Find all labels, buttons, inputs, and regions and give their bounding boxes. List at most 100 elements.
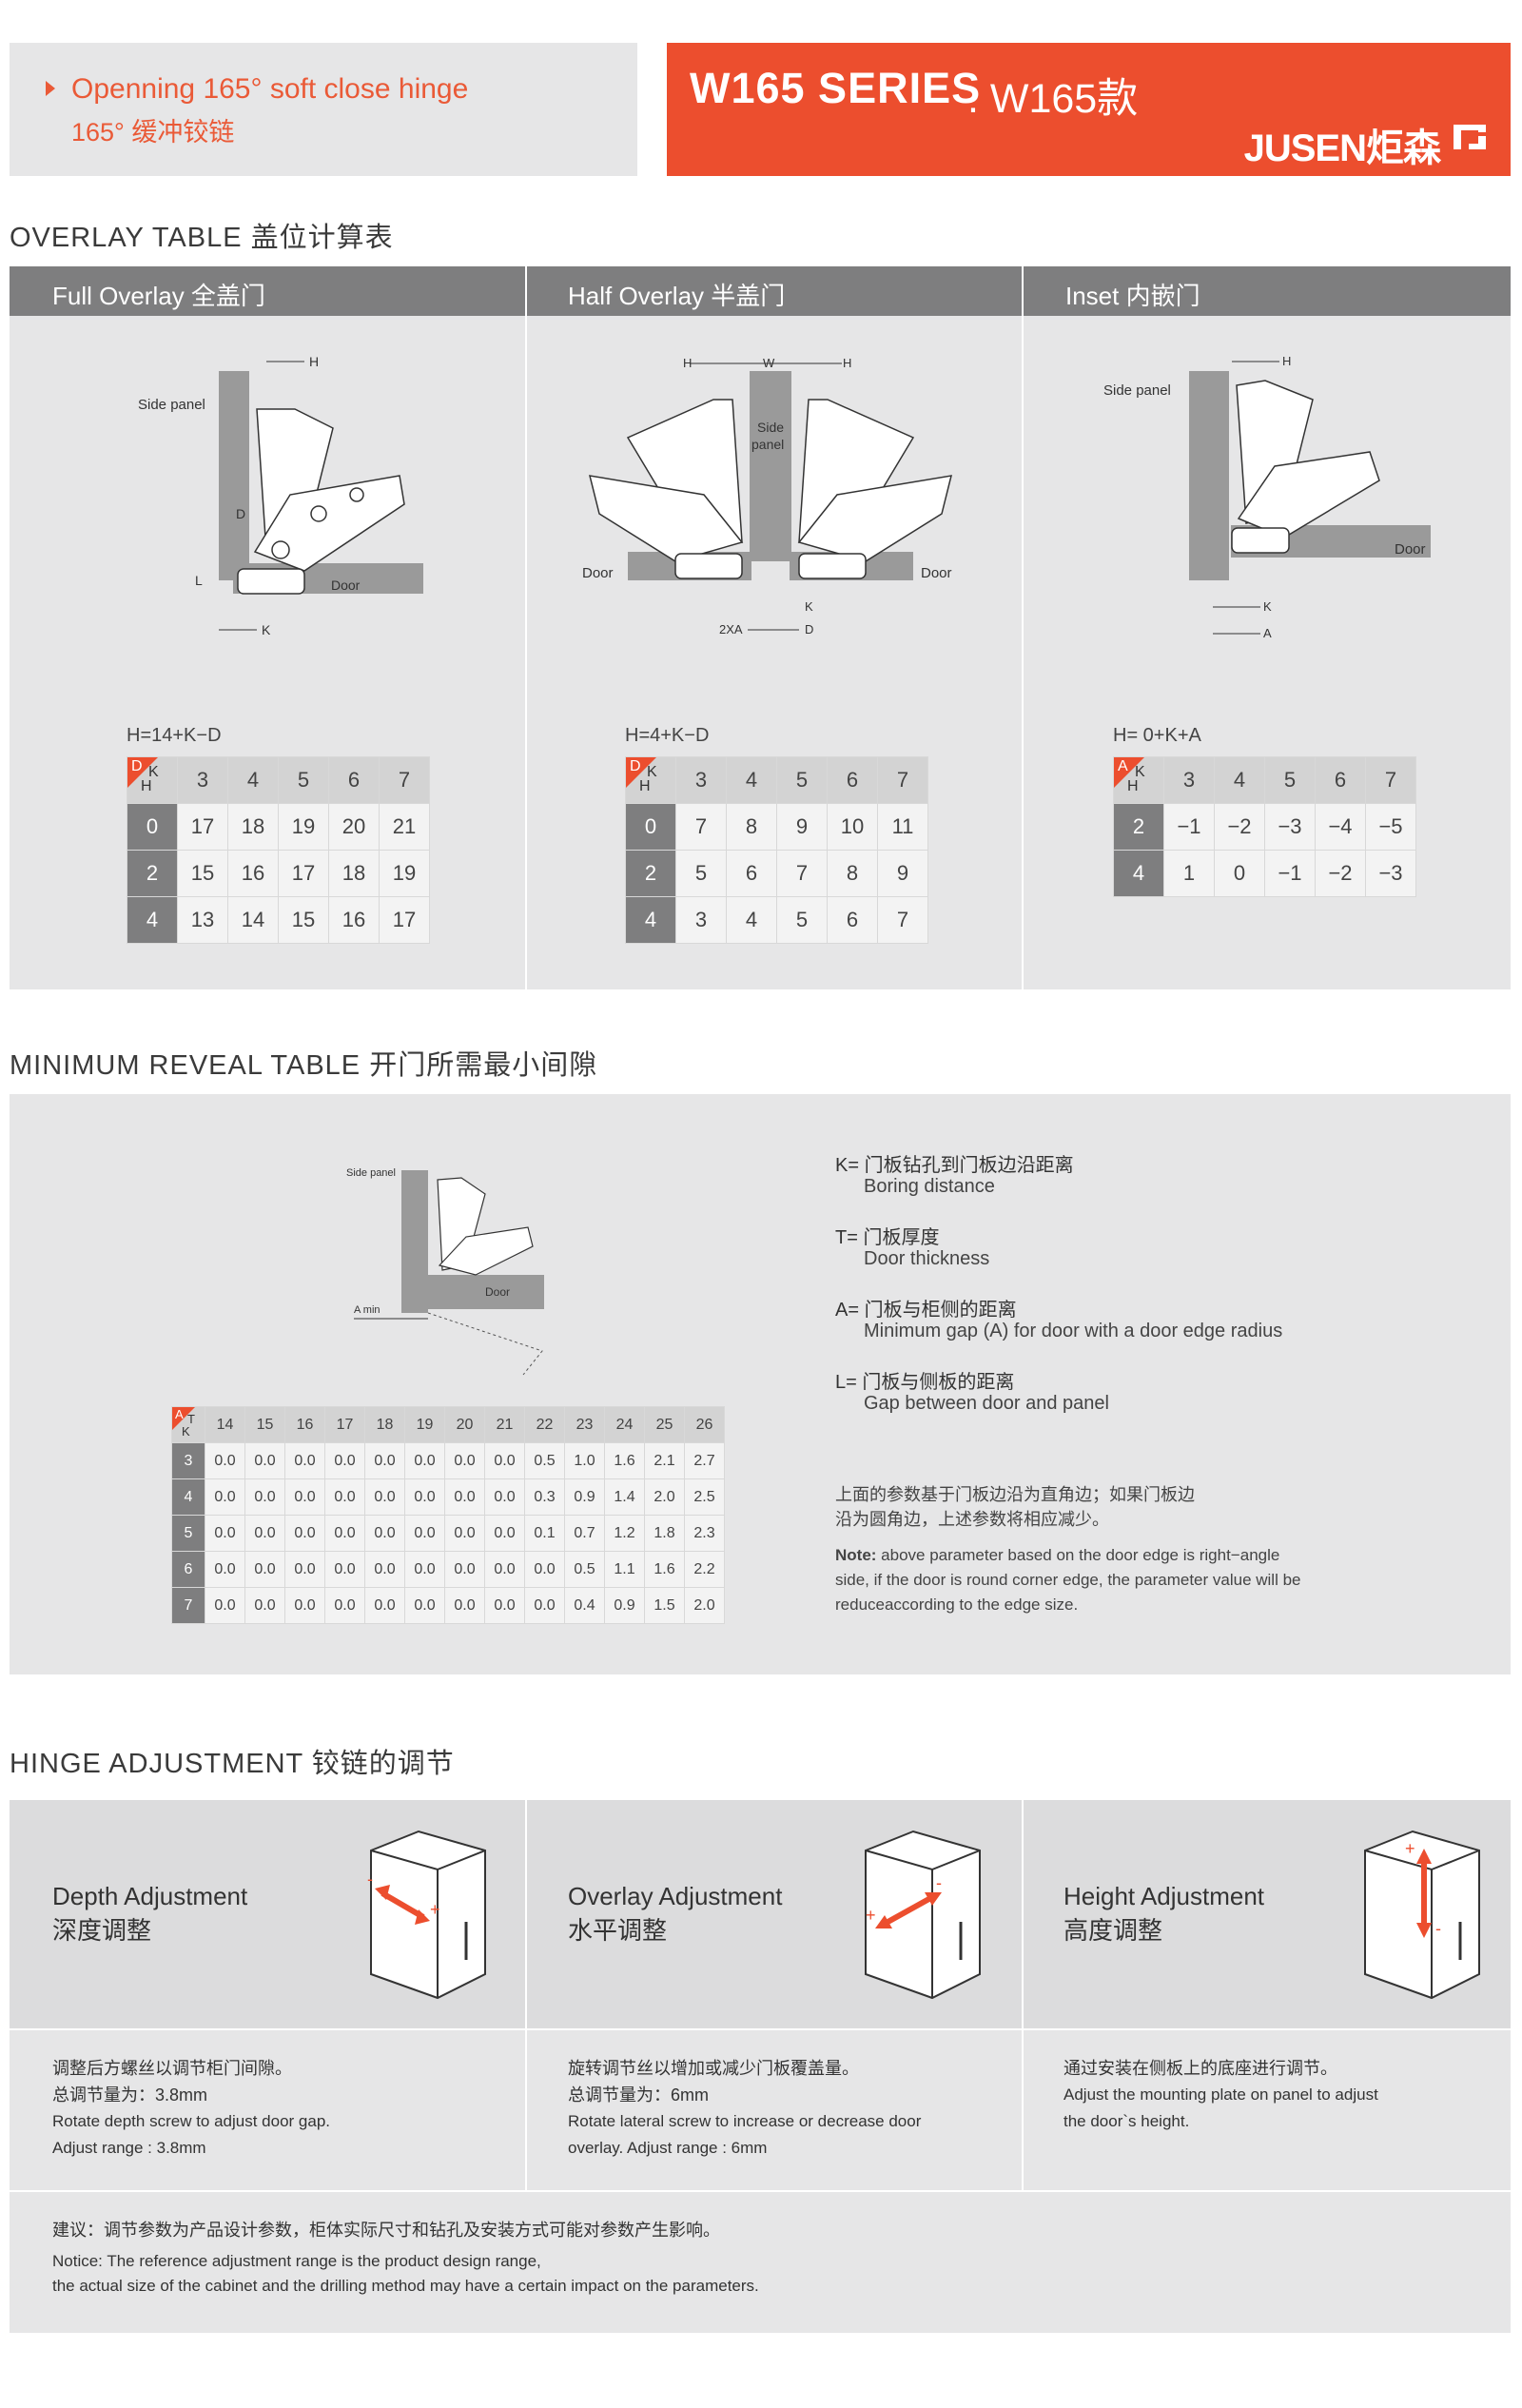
overlay-title-cn: 水平调整	[568, 1916, 668, 1945]
table-cell: 0.0	[444, 1478, 485, 1516]
t-header-cell: 15	[244, 1406, 285, 1443]
table-cell: 0.4	[564, 1587, 605, 1624]
table-cell: 0.3	[524, 1478, 565, 1516]
table-cell: 0.0	[484, 1515, 525, 1552]
table-cell: 5	[776, 896, 828, 944]
column-divider	[525, 1800, 527, 2190]
corner-label-b: T	[187, 1412, 195, 1426]
table-cell: 8	[726, 803, 777, 851]
adjust-top-band	[10, 1800, 1511, 2028]
legend-k: K= 门板钻孔到门板边沿距离	[835, 1155, 1074, 1176]
table-cell: 0.0	[404, 1551, 445, 1588]
t-header-cell: 19	[404, 1406, 445, 1443]
k-header-cell: 7	[171, 1587, 205, 1624]
door-label: Door	[485, 1285, 510, 1299]
note-en-2: side, if the door is round corner edge, …	[835, 1571, 1301, 1589]
table-cell: 14	[227, 896, 279, 944]
height-adjustment-title: Height Adjustment 高度调整	[1063, 1879, 1264, 1948]
door-label: Door	[1395, 541, 1426, 558]
k-header-cell: 4	[726, 756, 777, 804]
table-cell: 0.0	[244, 1478, 285, 1516]
depth-desc-en-1: Rotate depth screw to adjust door gap.	[52, 2112, 331, 2130]
formula-full-overlay: H=14+K−D	[127, 725, 222, 746]
h-header-cell: 0	[625, 803, 676, 851]
h-header-cell: 4	[625, 896, 676, 944]
depth-adjustment-title: Depth Adjustment 深度调整	[52, 1879, 247, 1948]
bullet-triangle-icon	[46, 81, 55, 96]
door-label-right: Door	[921, 565, 952, 581]
overlay-cabinet-icon: +-	[865, 1830, 981, 2000]
table-cell: 1.8	[644, 1515, 685, 1552]
side-panel-label: Side panel	[138, 397, 205, 413]
t-header-cell: 21	[484, 1406, 525, 1443]
dim-label-h: H	[683, 356, 692, 370]
inset-diagram: H Side panel Door K A	[1103, 354, 1431, 640]
table-cell: 19	[379, 850, 430, 897]
overlay-desc-cn-1: 旋转调节丝以增加或减少门板覆盖量。	[568, 2059, 859, 2078]
table-cell: 0.0	[444, 1587, 485, 1624]
corner-label-b: K	[148, 764, 159, 780]
table-cell: 0.0	[364, 1442, 405, 1479]
corner-label-c: H	[1127, 778, 1139, 794]
t-header-cell: 14	[205, 1406, 245, 1443]
table-cell: 0.0	[444, 1551, 485, 1588]
table-cell: −1	[1264, 850, 1316, 897]
legend-l: L= 门板与侧板的距离	[835, 1372, 1015, 1393]
side-panel-label-2: panel	[751, 437, 784, 452]
legend-t-en: Door thickness	[864, 1248, 990, 1269]
corner-triangle-icon	[626, 757, 656, 788]
t-header-cell: 22	[524, 1406, 565, 1443]
k-header-cell: 7	[877, 756, 928, 804]
table-cell: 6	[827, 896, 878, 944]
series-title: W165 SERIES	[690, 64, 982, 112]
t-header-cell: 26	[684, 1406, 725, 1443]
k-header-cell: 5	[278, 756, 329, 804]
table-cell: 0.5	[524, 1442, 565, 1479]
col-inset: Inset 内嵌门	[1065, 282, 1200, 310]
dim-label-a: A	[1263, 626, 1272, 640]
table-cell: 0.0	[364, 1515, 405, 1552]
table-cell: 0.0	[444, 1515, 485, 1552]
depth-desc-en-2: Adjust range : 3.8mm	[52, 2139, 206, 2157]
k-header-cell: 3	[675, 756, 727, 804]
header-series-box: W165 SERIES . W165款 JUSEN炬森	[667, 43, 1511, 176]
table-cell: 17	[278, 850, 329, 897]
column-divider	[1022, 1800, 1024, 2190]
table-cell: 4	[726, 896, 777, 944]
table-cell: 0.0	[404, 1515, 445, 1552]
overlay-desc-en-1: Rotate lateral screw to increase or decr…	[568, 2112, 922, 2130]
column-divider	[525, 266, 527, 989]
corner-label-b: K	[1135, 764, 1145, 780]
table-cell: 0.0	[484, 1587, 525, 1624]
t-header-cell: 25	[644, 1406, 685, 1443]
table-cell: 0.0	[205, 1478, 245, 1516]
corner-label-b: K	[647, 764, 657, 780]
table-cell: 5	[675, 850, 727, 897]
table-cell: 18	[328, 850, 380, 897]
table-cell: 0.0	[205, 1442, 245, 1479]
table-cell: −3	[1365, 850, 1416, 897]
t-header-cell: 24	[604, 1406, 645, 1443]
dim-label-h: H	[1282, 354, 1291, 368]
notice-cn: 建议：调节参数为产品设计参数，柜体实际尺寸和钻孔及安装方式可能对参数产生影响。	[52, 2221, 720, 2240]
legend-l-en: Gap between door and panel	[864, 1393, 1109, 1414]
table-cell: 0.0	[205, 1587, 245, 1624]
svg-text:+: +	[1405, 1839, 1415, 1858]
h-header-cell: 2	[127, 850, 178, 897]
dim-label-d: D	[236, 506, 245, 521]
height-desc-en-1: Adjust the mounting plate on panel to ad…	[1063, 2085, 1378, 2104]
table-cell: 2.0	[644, 1478, 685, 1516]
table-cell: 0.0	[484, 1478, 525, 1516]
series-title-cn: . W165款	[967, 76, 1139, 122]
dim-label-l: L	[195, 573, 203, 588]
brand-mark-icon	[1454, 125, 1486, 149]
